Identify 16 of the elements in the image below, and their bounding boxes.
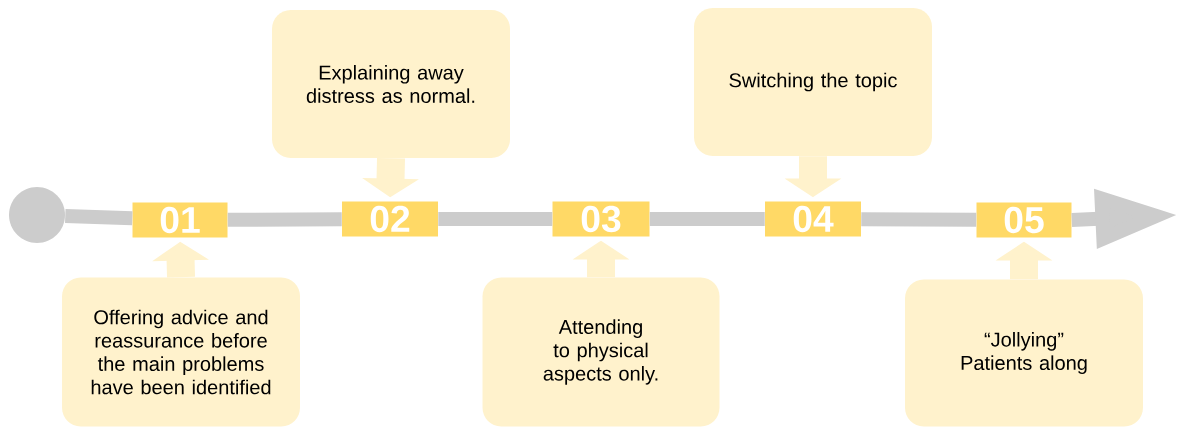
timeline-line (65, 209, 133, 226)
step-number-box: 01 (132, 202, 228, 238)
callout-box: Switching the topic (694, 8, 932, 156)
start-circle (9, 187, 65, 243)
callout-box: Attending to physical aspects only. (482, 277, 720, 427)
step-number-box: 04 (765, 201, 861, 237)
timeline-line (649, 212, 765, 226)
callout-box: Explaining away distress as normal. (272, 10, 510, 158)
step-number-box: 05 (976, 202, 1072, 238)
callout-box: Offering advice and reassurance before the main problems have been identified (62, 277, 300, 427)
timeline-line (227, 212, 342, 227)
step-number-box: 03 (552, 201, 650, 237)
step-number-box: 02 (342, 201, 438, 237)
timeline-line (438, 212, 553, 226)
callout-box: “Jollying” Patients along (905, 279, 1143, 427)
timeline-line (861, 212, 977, 227)
